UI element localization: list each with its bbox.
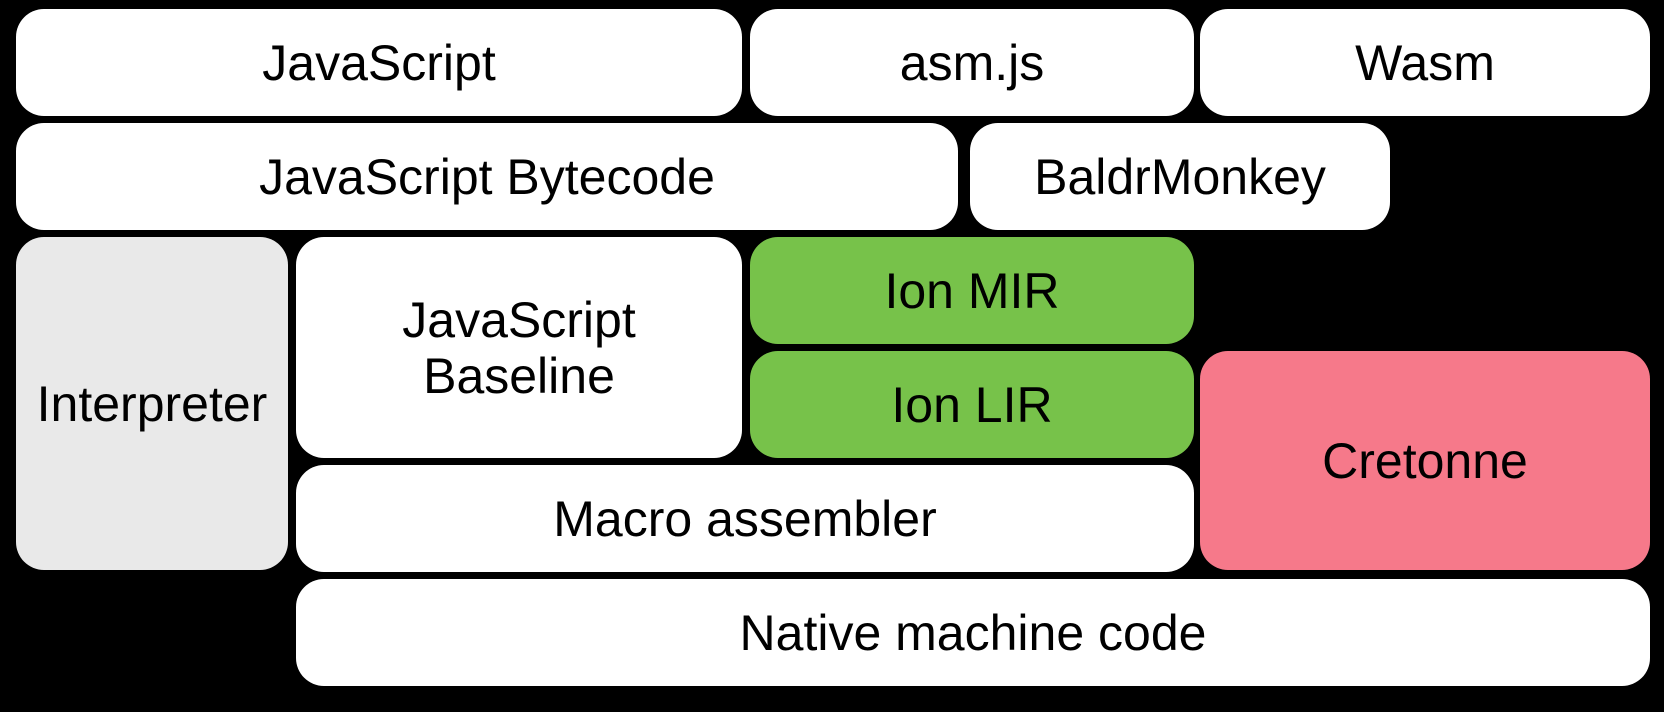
diagram-box-label-ion-lir: Ion LIR — [891, 376, 1053, 433]
diagram-box-interpreter: Interpreter — [16, 237, 288, 570]
diagram-box-wasm: Wasm — [1200, 9, 1650, 116]
diagram-box-ion-mir: Ion MIR — [750, 237, 1194, 344]
diagram-box-ion-lir: Ion LIR — [750, 351, 1194, 458]
diagram-box-macro-assembler: Macro assembler — [296, 465, 1194, 572]
diagram-box-label-macro-assembler: Macro assembler — [553, 490, 937, 547]
diagram-box-label-baldrmonkey: BaldrMonkey — [1034, 148, 1326, 205]
diagram-box-label-interpreter: Interpreter — [36, 375, 268, 432]
diagram-box-label-ion-mir: Ion MIR — [884, 262, 1060, 319]
diagram-box-javascript-baseline: JavaScript Baseline — [296, 237, 742, 458]
diagram-box-asm-js: asm.js — [750, 9, 1194, 116]
diagram-box-label-asm-js: asm.js — [899, 34, 1045, 91]
diagram-box-javascript-bytecode: JavaScript Bytecode — [16, 123, 958, 230]
diagram-box-label-javascript-bytecode: JavaScript Bytecode — [259, 148, 715, 205]
diagram-box-label-javascript: JavaScript — [262, 34, 496, 91]
diagram-box-label-javascript-baseline: JavaScript Baseline — [402, 291, 636, 404]
diagram-box-label-cretonne: Cretonne — [1322, 432, 1528, 489]
diagram-box-cretonne: Cretonne — [1200, 351, 1650, 570]
diagram-box-label-wasm: Wasm — [1355, 34, 1495, 91]
diagram-box-native-machine-code: Native machine code — [296, 579, 1650, 686]
diagram-box-baldrmonkey: BaldrMonkey — [970, 123, 1390, 230]
diagram-box-label-native-machine-code: Native machine code — [739, 604, 1207, 661]
diagram-box-javascript: JavaScript — [16, 9, 742, 116]
